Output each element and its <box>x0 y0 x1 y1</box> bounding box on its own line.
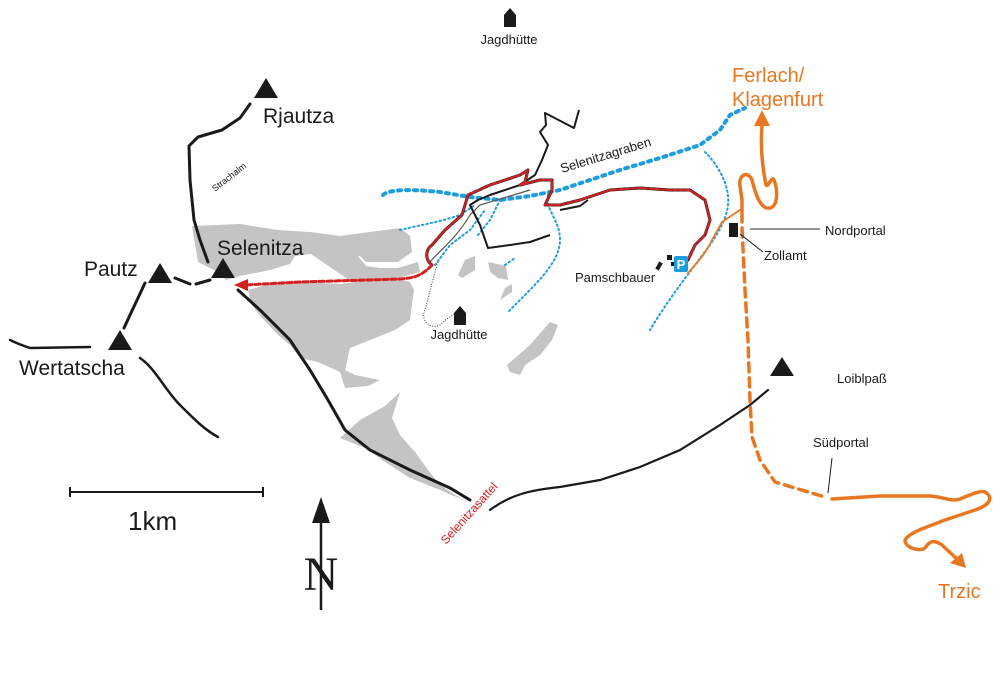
route-arrowhead <box>234 279 248 291</box>
red-routes <box>234 168 712 291</box>
road-north-arrowhead <box>754 110 770 126</box>
stream <box>649 151 730 331</box>
hut-label-south: Jagdhütte <box>430 327 487 342</box>
stream-selenitzagraben <box>381 106 747 203</box>
forest-areas <box>192 224 558 502</box>
stream <box>507 194 562 313</box>
road-north <box>738 123 779 224</box>
peak-loibl-icon <box>770 357 794 376</box>
forest-area <box>248 278 414 388</box>
suedportal-leader <box>827 457 833 494</box>
peak-label-rjautza: Rjautza <box>263 105 335 128</box>
place-label-pamschbauer: Pamschbauer <box>575 270 656 285</box>
peaks <box>108 78 794 376</box>
scale-label: 1km <box>128 506 177 536</box>
leader-lines <box>739 228 833 494</box>
destination-label-ferlach: Ferlach/ <box>732 65 805 87</box>
place-label-selenitzagraben: Selenitzagraben <box>558 134 652 176</box>
parking-icon: P <box>674 256 688 272</box>
route-to-selenitza <box>243 263 434 287</box>
place-label-strachalm: Strachalm <box>210 161 248 194</box>
destination-label-trzic: Trzic <box>938 581 981 603</box>
parking-symbol: P <box>677 257 686 272</box>
zollamt-leader <box>739 233 764 253</box>
destination-label-klagenfurt: Klagenfurt <box>732 89 824 111</box>
forest-area <box>308 250 420 282</box>
ridge-selenitza-sattel <box>236 288 472 502</box>
stream <box>504 257 516 266</box>
ridge-pautz-selenitza <box>173 276 212 286</box>
streams <box>381 106 747 331</box>
route-outline <box>425 168 712 267</box>
ridge-sattel-loibl <box>488 388 770 512</box>
forest-area <box>488 262 508 280</box>
ridges <box>8 102 770 512</box>
forest-area <box>458 256 475 278</box>
place-label-suedportal: Südportal <box>813 435 869 450</box>
ridge-wertatscha-south <box>138 356 220 439</box>
hut-north-icon <box>504 8 516 27</box>
road-south-arrowhead <box>950 553 966 568</box>
ridge-west <box>8 338 92 350</box>
forest-area <box>340 392 468 502</box>
forest-area <box>500 284 512 300</box>
stream <box>399 204 476 231</box>
peak-selenitza-icon <box>211 258 235 278</box>
north-arrow-icon: N <box>304 497 339 610</box>
peak-rjautza-icon <box>254 78 278 98</box>
roads <box>687 110 992 568</box>
place-label-nordportal: Nordportal <box>825 223 886 238</box>
trail-gray <box>429 189 531 263</box>
place-label-zollamt: Zollamt <box>764 248 807 263</box>
peak-label-wertatscha: Wertatscha <box>19 357 125 380</box>
forest-area <box>507 322 558 375</box>
peak-label-pautz: Pautz <box>84 258 138 281</box>
trail-black <box>559 199 589 211</box>
hut-label-north: Jagdhütte <box>480 32 537 47</box>
ridge-rjautza <box>187 102 252 264</box>
peak-wertatscha-icon <box>108 330 132 350</box>
black-trails <box>469 109 589 249</box>
scale-bar <box>69 487 264 497</box>
north-arrow-letter: N <box>304 548 339 601</box>
tunnel <box>740 226 827 499</box>
zollamt-building-icon <box>729 223 738 237</box>
road-to-pamschbauer <box>687 209 741 274</box>
peak-label-loiblpass: Loiblpaß <box>837 371 887 386</box>
ridge-pautz-wertatscha <box>122 281 147 330</box>
peak-pautz-icon <box>148 263 172 283</box>
route-red <box>425 168 712 267</box>
hut-south-icon <box>454 306 466 325</box>
pamschbauer-buildings-icon <box>655 255 675 271</box>
road-south <box>830 489 992 562</box>
peak-label-selenitza: Selenitza <box>217 237 304 260</box>
forest-area <box>192 224 412 280</box>
